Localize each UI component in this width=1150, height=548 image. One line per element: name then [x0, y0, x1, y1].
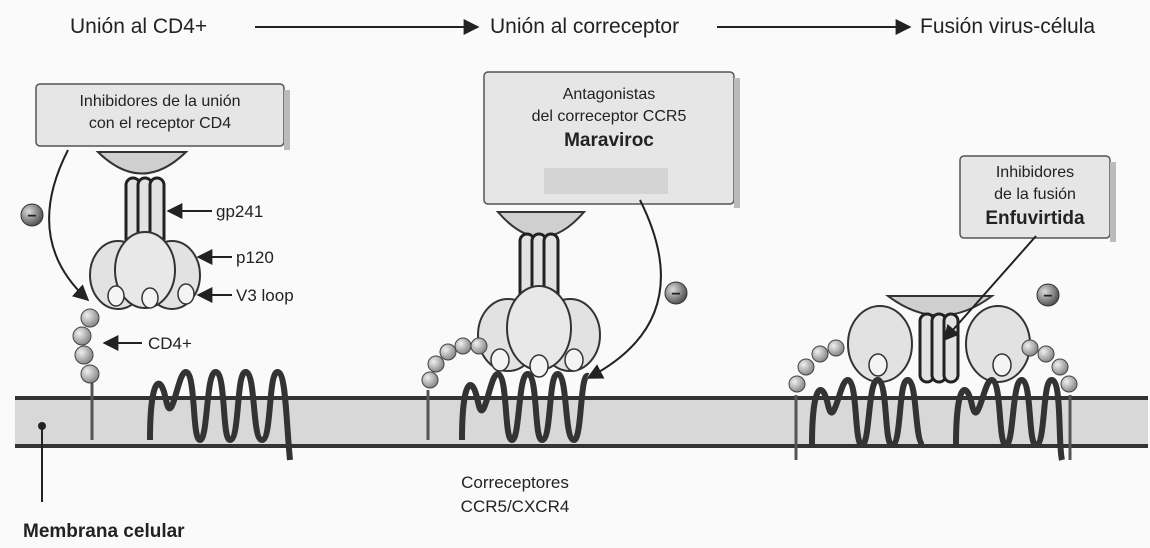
- coreceptors-label-line1: Correceptores: [461, 473, 569, 492]
- cd4-inhibitors-box: Inhibidores de la unión con el receptor …: [35, 83, 290, 150]
- inhibit-symbol-2: −: [664, 281, 688, 305]
- coreceptor-helix-3a: [809, 376, 926, 449]
- cd4-inhibition-arrow: [48, 149, 90, 302]
- fusion-inhibitors-line1: Inhibidores: [996, 164, 1074, 181]
- membrane-label: Membrana celular: [23, 521, 185, 542]
- inhibit-symbol-1: −: [20, 203, 44, 227]
- panel-cd4-binding: Inhibidores de la unión con el receptor …: [20, 83, 294, 542]
- fusion-inhibitors-box: Inhibidores de la fusión Enfuvirtida: [959, 155, 1116, 242]
- coreceptors-label-line2: CCR5/CXCR4: [461, 497, 570, 516]
- ccr5-antagonists-line2: del correceptor CCR5: [532, 108, 687, 125]
- drug-enfuvirtida: Enfuvirtida: [985, 208, 1085, 229]
- fusion-inhibition-arrow: [942, 235, 1037, 342]
- cd4-inhibitors-line2: con el receptor CD4: [89, 115, 231, 132]
- cd4-receptors-3: [788, 339, 1078, 460]
- gp120-trimer-2: [477, 285, 601, 378]
- drug-maraviroc: Maraviroc: [564, 130, 654, 151]
- label-v3-loop: V3 loop: [236, 286, 294, 305]
- label-p120: p120: [236, 248, 274, 267]
- svg-text:−: −: [27, 208, 36, 225]
- cd4-receptor: [72, 308, 100, 440]
- stage-title-fusion: Fusión virus-célula: [920, 15, 1095, 38]
- stage-titles: Unión al CD4+ Unión al correceptor Fusió…: [70, 15, 1095, 38]
- virus-cap: [95, 151, 189, 175]
- gp120-trimer: [89, 231, 201, 310]
- stage-title-binding: Unión al CD4+: [70, 15, 207, 38]
- svg-text:−: −: [671, 286, 680, 303]
- ccr5-antagonists-line1: Antagonistas: [563, 86, 656, 103]
- svg-text:−: −: [1043, 288, 1052, 305]
- label-cd4: CD4+: [148, 334, 192, 353]
- panel-fusion: Inhibidores de la fusión Enfuvirtida: [788, 155, 1116, 461]
- ccr5-inhibition-arrow: [586, 199, 662, 379]
- cd4-inhibitors-line1: Inhibidores de la unión: [79, 93, 240, 110]
- gp41-fusion-peptide: [918, 312, 960, 384]
- inhibit-symbol-3: −: [1036, 283, 1060, 307]
- coreceptor-helix-2: [459, 370, 591, 444]
- label-gp: gp241: [216, 202, 263, 221]
- cd4-receptor-2: [421, 337, 488, 440]
- redacted-area: [544, 168, 668, 194]
- stage-title-coreceptor: Unión al correceptor: [490, 15, 679, 38]
- ccr5-antagonists-box: Antagonistas del correceptor CCR5 Maravi…: [483, 71, 740, 208]
- coreceptor-helix-1: [147, 368, 293, 461]
- gp120-pair-3: [847, 305, 1031, 383]
- fusion-inhibitors-line2: de la fusión: [994, 186, 1076, 203]
- coreceptor-helix-3b: [953, 376, 1065, 461]
- panel-coreceptor-binding: Antagonistas del correceptor CCR5 Maravi…: [421, 71, 740, 516]
